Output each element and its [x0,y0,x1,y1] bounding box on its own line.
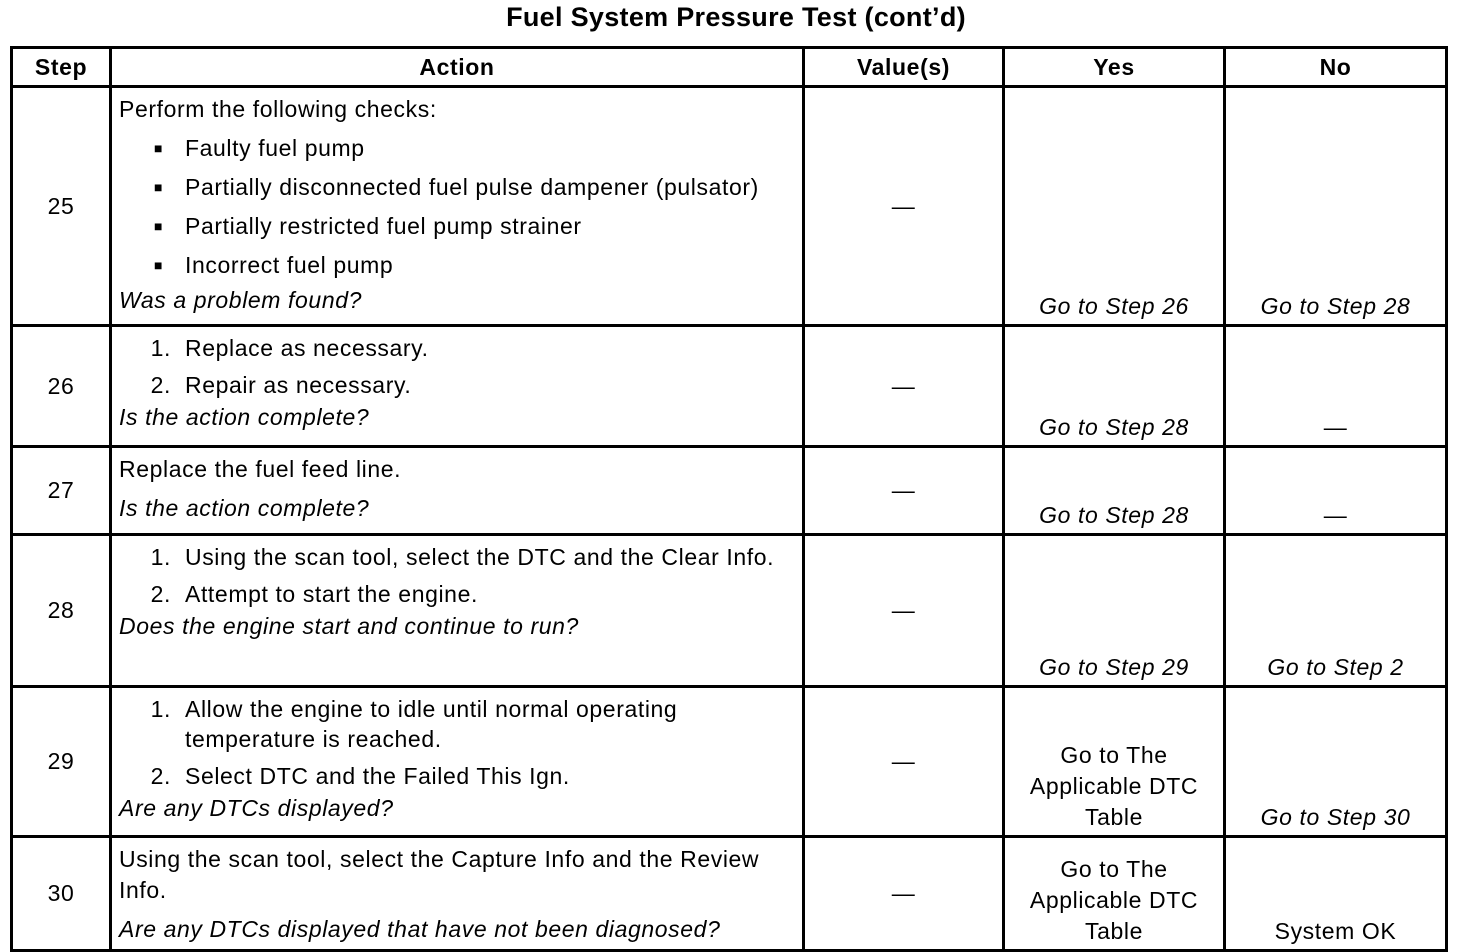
bullet-icon: ■ [153,140,163,156]
no-result: Go to Step 28 [1223,85,1448,327]
numbered-item: 2. Repair as necessary. [150,372,412,398]
yes-result: Go to Step 28 [1002,324,1226,448]
check-item: ■ Partially disconnected fuel pulse dampe… [119,172,794,203]
numbered-item: 2. Select DTC and the Failed This Ign. [150,763,570,789]
table-row: 27 Replace the fuel feed line. Is the ac… [10,445,1448,536]
check-item: ■ Faulty fuel pump [119,133,794,164]
yes-result: Go to Step 28 [1002,445,1226,536]
bullet-icon: ■ [153,218,163,234]
yes-result: Go to The Applicable DTC Table [1002,685,1226,838]
diagnostic-table: Step Action Value(s) Yes No 25 Perform t… [10,46,1448,952]
numbered-item-text: Attempt to start the engine. [185,581,478,607]
numbered-item-text: Select DTC and the Failed This Ign. [185,763,570,789]
step-number: 25 [10,85,112,327]
column-header-step: Step [10,46,112,88]
table-row: 29 1. Allow the engine to idle until nor… [10,685,1448,838]
check-item-text: Partially restricted fuel pump strainer [185,213,582,239]
action-cell: 1. Using the scan tool, select the DTC a… [109,533,805,688]
action-intro: Perform the following checks: [119,96,437,122]
action-intro: Using the scan tool, select the Capture … [119,846,760,903]
no-result: Go to Step 30 [1223,685,1448,838]
check-item-text: Partially disconnected fuel pulse dampen… [185,174,759,200]
action-question: Does the engine start and continue to ru… [119,613,579,639]
table-row: 26 1. Replace as necessary. 2. Repair as… [10,324,1448,448]
column-header-action: Action [109,46,805,88]
step-number: 30 [10,835,112,952]
action-cell: Replace the fuel feed line. Is the actio… [109,445,805,536]
action-question: Is the action complete? [119,495,370,521]
action-question: Are any DTCs displayed that have not bee… [119,916,721,942]
no-result: — [1223,324,1448,448]
check-item-text: Incorrect fuel pump [185,252,394,278]
table-row: 25 Perform the following checks: ■ Faulty… [10,85,1448,327]
table-row: 30 Using the scan tool, select the Captu… [10,835,1448,952]
value-cell: — [802,685,1005,838]
numbered-item: 1. Replace as necessary. [150,335,429,361]
yes-result: Go to Step 29 [1002,533,1226,688]
action-question: Are any DTCs displayed? [119,795,394,821]
step-number: 26 [10,324,112,448]
page-title: Fuel System Pressure Test (cont’d) [506,2,966,32]
action-intro: Replace the fuel feed line. [119,456,402,482]
column-header-values: Value(s) [802,46,1005,88]
action-cell: Using the scan tool, select the Capture … [109,835,805,952]
numbered-item-text: Repair as necessary. [185,372,412,398]
yes-result: Go to The Applicable DTC Table [1002,835,1226,952]
yes-result: Go to Step 26 [1002,85,1226,327]
numbered-item: 1. Using the scan tool, select the DTC a… [150,544,775,570]
column-header-yes: Yes [1002,46,1226,88]
numbered-item: 2. Attempt to start the engine. [150,581,478,607]
action-question: Is the action complete? [119,404,370,430]
action-cell: 1. Allow the engine to idle until normal… [109,685,805,838]
numbered-item-text: Allow the engine to idle until normal op… [185,696,678,752]
step-number: 29 [10,685,112,838]
step-number: 28 [10,533,112,688]
bullet-icon: ■ [153,257,163,273]
table-header-row: Step Action Value(s) Yes No [10,46,1448,88]
value-cell: — [802,835,1005,952]
action-cell: 1. Replace as necessary. 2. Repair as ne… [109,324,805,448]
value-cell: — [802,324,1005,448]
step-number: 27 [10,445,112,536]
action-cell: Perform the following checks: ■ Faulty fu… [109,85,805,327]
no-result: System OK [1223,835,1448,952]
value-cell: — [802,533,1005,688]
check-item-text: Faulty fuel pump [185,135,365,161]
no-result: Go to Step 2 [1223,533,1448,688]
check-item: ■ Partially restricted fuel pump strainer [119,211,794,242]
numbered-item-text: Replace as necessary. [185,335,429,361]
bullet-icon: ■ [153,179,163,195]
action-question: Was a problem found? [119,287,362,313]
value-cell: — [802,445,1005,536]
value-cell: — [802,85,1005,327]
table-row: 28 1. Using the scan tool, select the DT… [10,533,1448,688]
check-item: ■ Incorrect fuel pump [119,250,794,281]
no-result: — [1223,445,1448,536]
column-header-no: No [1223,46,1448,88]
numbered-item-text: Using the scan tool, select the DTC and … [185,544,775,570]
numbered-item: 1. Allow the engine to idle until normal… [119,694,794,754]
